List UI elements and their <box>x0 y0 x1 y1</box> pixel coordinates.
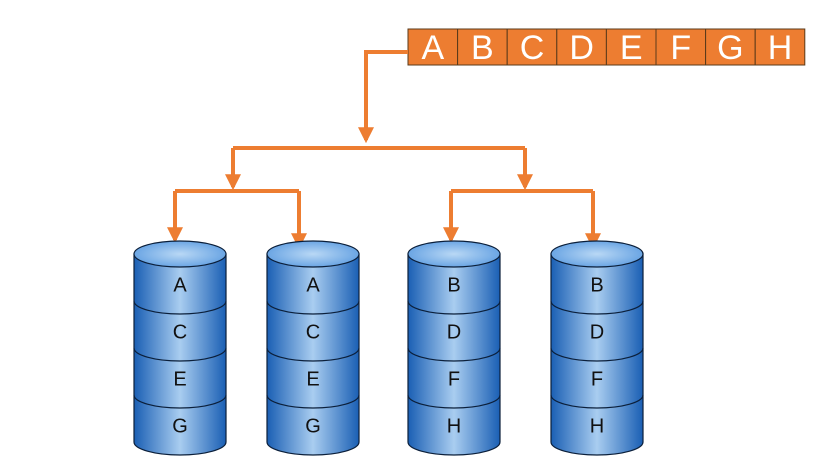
disk-segment-label: H <box>590 416 604 438</box>
data-block-label: F <box>670 29 691 67</box>
data-block-label: G <box>717 29 743 67</box>
disk-segment-divider <box>266 394 360 409</box>
disk-segment-divider <box>133 347 227 362</box>
disk-segment-divider <box>133 300 227 315</box>
disk-segment-label: D <box>447 322 461 344</box>
disk-segment-label: B <box>590 275 603 297</box>
data-block-g: G <box>705 28 756 67</box>
data-block-a: A <box>407 28 459 67</box>
disk-segment-divider <box>133 394 227 409</box>
disk-top <box>550 240 644 268</box>
data-block-b: B <box>457 28 508 67</box>
disk-segment-label: C <box>173 322 187 344</box>
disk-segment-divider <box>550 394 644 409</box>
data-block-d: D <box>556 28 607 67</box>
data-block-label: B <box>471 29 494 67</box>
disk-segment-divider <box>266 300 360 315</box>
disk-2: A C E G <box>266 240 360 456</box>
disk-body <box>266 253 360 456</box>
disk-body <box>407 253 501 456</box>
disk-segment-label: H <box>447 416 461 438</box>
disk-1: A C E G <box>133 240 227 456</box>
disk-segment-label: G <box>305 416 321 438</box>
disk-segment-divider <box>266 347 360 362</box>
disk-top <box>407 240 501 268</box>
data-block-cell <box>705 28 756 66</box>
data-block-cell <box>605 28 657 66</box>
data-block-label: D <box>569 29 594 67</box>
data-block-cell <box>655 28 707 66</box>
disk-segment-divider <box>550 347 644 362</box>
disk-segment-divider <box>550 300 644 315</box>
disk-segment-label: C <box>306 322 320 344</box>
data-block-cell <box>457 28 508 66</box>
disk-segment-label: F <box>591 369 603 391</box>
disk-segment-divider <box>407 300 501 315</box>
data-block-label: H <box>768 29 793 67</box>
data-block-f: F <box>655 28 707 67</box>
disk-body <box>133 253 227 456</box>
data-block-label: C <box>520 29 545 67</box>
disk-segment-label: A <box>306 275 320 297</box>
data-block-c: C <box>506 28 558 67</box>
data-block-cell <box>754 28 806 66</box>
disk-segment-label: E <box>306 369 319 391</box>
disk-top <box>266 240 360 268</box>
disk-segment-divider <box>407 347 501 362</box>
data-block-e: E <box>605 28 657 67</box>
disk-segment-label: D <box>590 322 604 344</box>
disk-3: B D F H <box>407 240 501 456</box>
disk-segment-label: G <box>172 416 188 438</box>
data-block-label: A <box>421 29 444 67</box>
distribution-arrows <box>167 50 601 250</box>
disk-segment-label: B <box>447 275 460 297</box>
disk-body <box>550 253 644 456</box>
data-block-cell <box>506 28 558 66</box>
disk-segment-label: A <box>173 275 187 297</box>
feed-arrow <box>358 50 408 144</box>
data-block-cell <box>407 28 459 66</box>
data-block-h: H <box>754 28 806 67</box>
disk-top <box>133 240 227 268</box>
disk-segment-label: F <box>448 369 460 391</box>
data-block-label: E <box>620 29 643 67</box>
disk-segment-label: E <box>173 369 186 391</box>
disk-array: A C E G A C E G B D F H B D F H <box>133 240 644 456</box>
disk-segment-divider <box>407 394 501 409</box>
disk-4: B D F H <box>550 240 644 456</box>
